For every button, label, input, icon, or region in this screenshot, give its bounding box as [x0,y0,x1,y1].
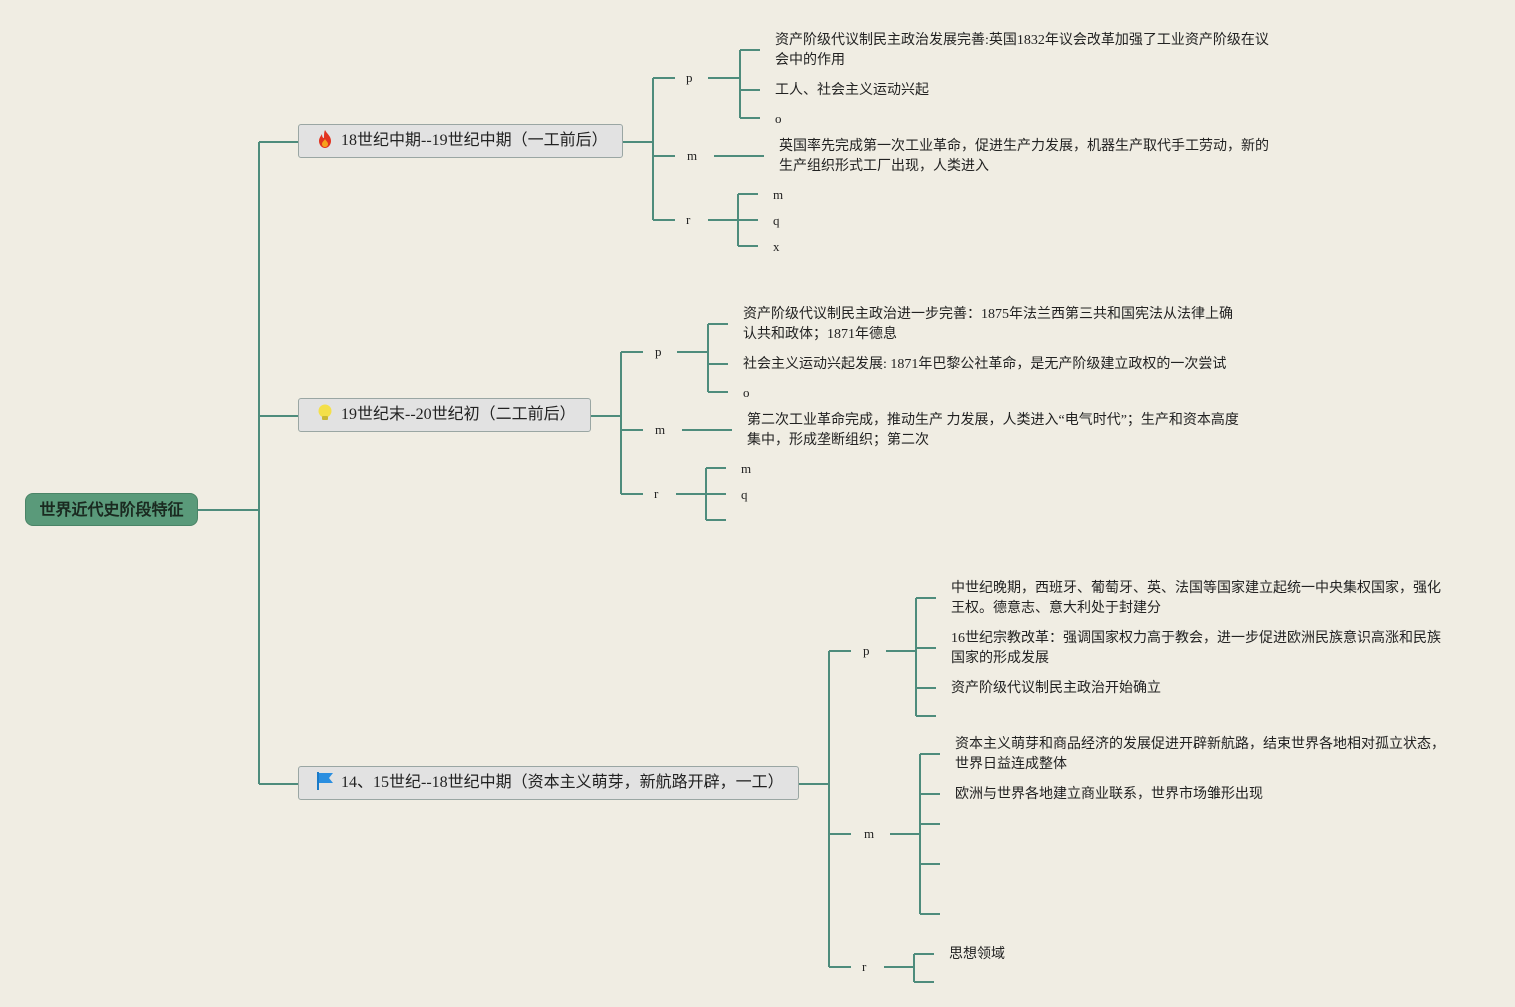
t3-p-label[interactable]: p [863,643,870,658]
t1-p-item-2[interactable]: 工人、社会主义运动兴起 [775,83,929,98]
fire-icon [319,130,331,148]
t2-r-item-1[interactable]: m [741,461,752,476]
t3-m-label[interactable]: m [864,826,875,841]
t2-m-label[interactable]: m [655,422,666,437]
topic-3-title: 14、15世纪--18世纪中期（资本主义萌芽，新航路开辟，一工） [341,774,784,791]
topic-2[interactable]: 19世纪末--20世纪初（二工前后） [298,398,591,432]
t3-p-item-3[interactable]: 资产阶级代议制民主政治开始确立 [951,681,1161,696]
topic-2-title: 19世纪末--20世纪初（二工前后） [341,406,576,423]
t1-p-label[interactable]: p [686,70,693,85]
t2-r-item-2[interactable]: q [741,487,748,502]
t2-m-item-1[interactable]: 第二次工业革命完成，推动生产 力发展，人类进入“电气时代”；生产和资本高度集中，… [747,413,1239,448]
t1-m-label[interactable]: m [687,148,698,163]
t1-r-label[interactable]: r [686,212,691,227]
t1-r-item-2[interactable]: q [773,213,780,228]
t2-p-item-2[interactable]: 社会主义运动兴起发展: 1871年巴黎公社革命，是无产阶级建立政权的一次尝试 [743,357,1227,372]
topic-1-title: 18世纪中期--19世纪中期（一工前后） [341,132,608,149]
root-topic[interactable]: 世界近代史阶段特征 [25,493,198,526]
lightbulb-icon [318,404,332,420]
t3-r-item-1[interactable]: 思想领域 [949,947,1005,962]
t2-p-label[interactable]: p [655,344,662,359]
t1-m-item-1[interactable]: 英国率先完成第一次工业革命，促进生产力发展，机器生产取代手工劳动，新的生产组织形… [779,139,1269,174]
t3-r-label[interactable]: r [862,959,867,974]
t3-m-item-2[interactable]: 欧洲与世界各地建立商业联系，世界市场雏形出现 [955,787,1263,802]
t2-p-item-3[interactable]: o [743,385,750,400]
t1-r-item-1[interactable]: m [773,187,784,202]
t1-r-item-3[interactable]: x [773,239,780,254]
t1-p-item-3[interactable]: o [775,111,782,126]
flag-icon [317,772,333,790]
topic-3[interactable]: 14、15世纪--18世纪中期（资本主义萌芽，新航路开辟，一工） [298,766,799,800]
t2-p-item-1[interactable]: 资产阶级代议制民主政治进一步完善：1875年法兰西第三共和国宪法从法律上确认共和… [743,307,1233,342]
t1-p-item-1[interactable]: 资产阶级代议制民主政治发展完善:英国1832年议会改革加强了工业资产阶级在议会中… [775,33,1269,68]
t3-p-item-1[interactable]: 中世纪晚期，西班牙、葡萄牙、英、法国等国家建立起统一中央集权国家，强化王权。德意… [951,581,1441,616]
t3-m-item-1[interactable]: 资本主义萌芽和商品经济的发展促进开辟新航路，结束世界各地相对孤立状态，世界日益连… [955,737,1445,772]
t3-p-item-2[interactable]: 16世纪宗教改革：强调国家权力高于教会，进一步促进欧洲民族意识高涨和民族国家的形… [951,631,1441,666]
t2-r-label[interactable]: r [654,486,659,501]
topic-1[interactable]: 18世纪中期--19世纪中期（一工前后） [298,124,623,158]
